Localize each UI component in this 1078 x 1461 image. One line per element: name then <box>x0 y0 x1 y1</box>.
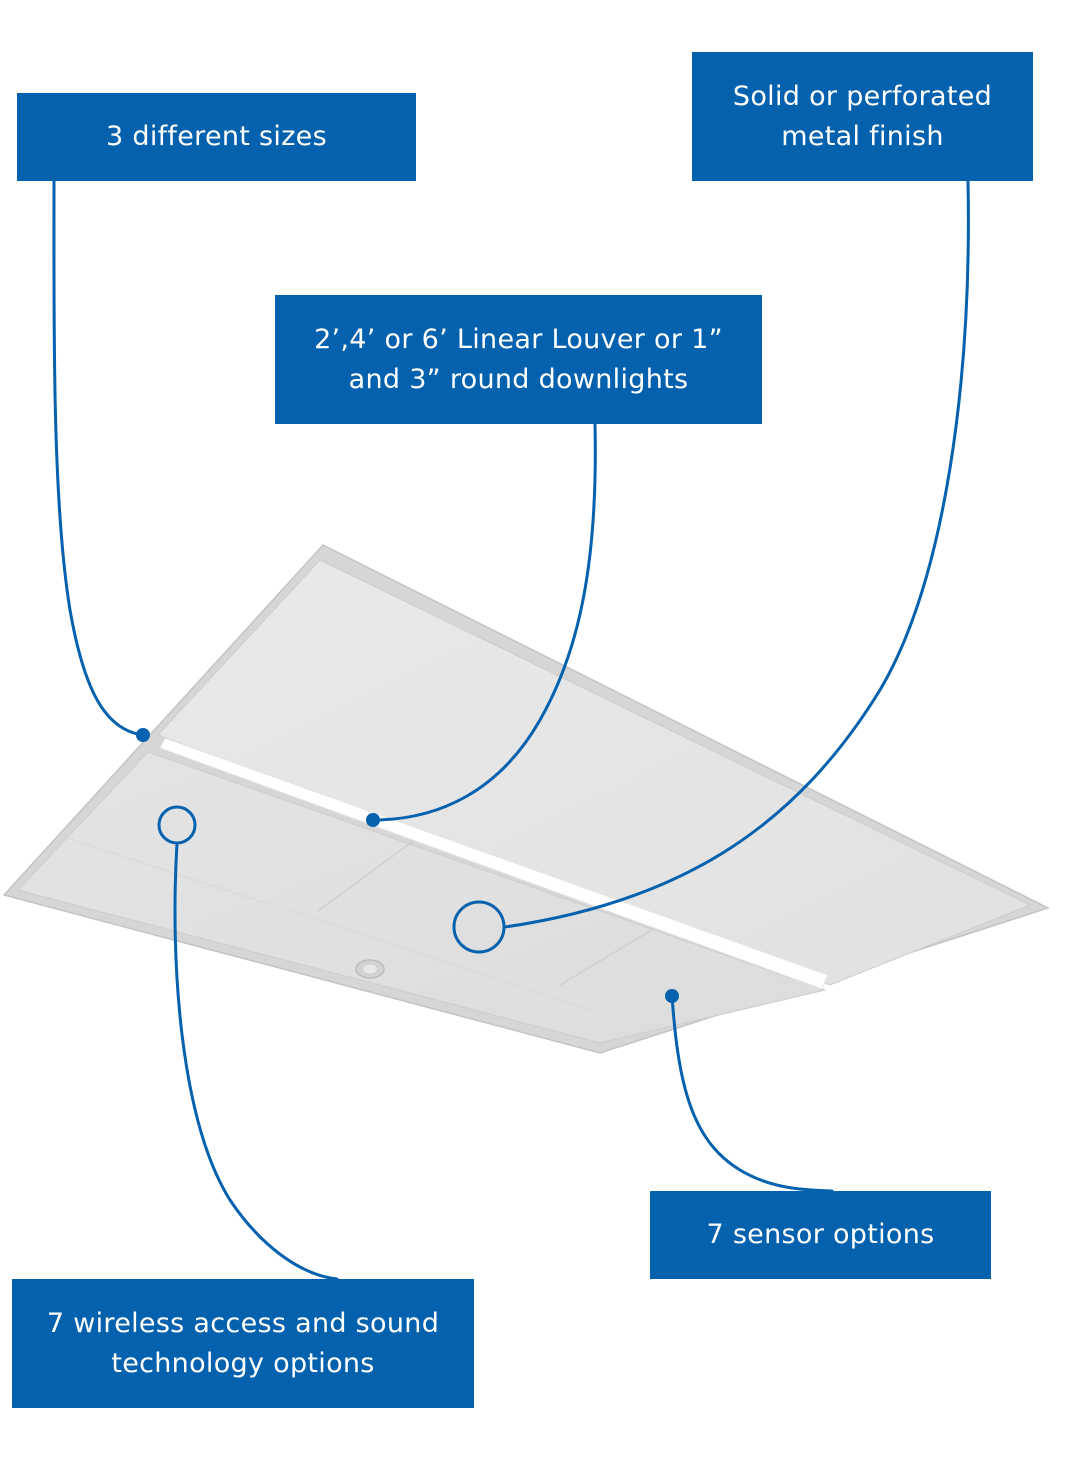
callout-sensor: 7 sensor options <box>650 1191 991 1279</box>
linear-louver-light <box>159 737 829 990</box>
callout-louver-label: 2’,4’ or 6’ Linear Louver or 1” and 3” r… <box>314 323 723 395</box>
leader-line-sensor <box>670 994 834 1193</box>
callout-wireless-label: 7 wireless access and sound technology o… <box>46 1307 440 1379</box>
marker-ring-wireless <box>157 805 197 845</box>
round-downlight-inner <box>363 964 377 974</box>
tile-seam <box>317 835 421 912</box>
callout-sizes-label: 3 different sizes <box>106 121 327 152</box>
marker-dot-sizes <box>136 728 150 742</box>
callout-finish-label: Solid or perforated metal finish <box>732 80 993 152</box>
callout-wireless: 7 wireless access and sound technology o… <box>12 1279 474 1408</box>
callout-sizes: 3 different sizes <box>17 93 416 181</box>
callout-sensor-label: 7 sensor options <box>706 1219 935 1250</box>
marker-dot-sensor <box>665 989 679 1003</box>
marker-dot-louver <box>366 813 380 827</box>
callout-louver: 2’,4’ or 6’ Linear Louver or 1” and 3” r… <box>275 295 762 424</box>
leader-line-louver <box>371 422 597 822</box>
leader-line-finish <box>503 179 970 929</box>
tile-seam <box>559 927 656 986</box>
panel-back-face <box>157 559 1032 986</box>
leader-line-wireless <box>173 841 339 1281</box>
marker-ring-finish <box>452 900 506 954</box>
tile-seam <box>64 836 591 1011</box>
panel-front-face <box>17 751 827 1044</box>
leader-line-sizes <box>52 179 145 737</box>
callout-finish: Solid or perforated metal finish <box>692 52 1033 181</box>
